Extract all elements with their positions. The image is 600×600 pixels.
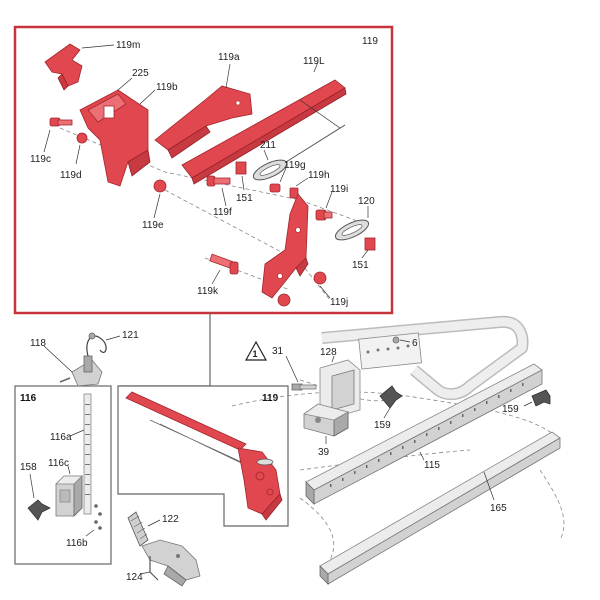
part-119g-pin: 119g xyxy=(269,160,306,193)
callout-116c: 116c xyxy=(48,458,69,469)
part-119-plate xyxy=(261,193,309,299)
part-116b-screws: 116b xyxy=(66,504,102,549)
callout-165: 165 xyxy=(490,503,507,514)
callout-119h: 119h xyxy=(308,170,330,181)
callout-119e: 119e xyxy=(142,220,164,231)
part-119k-bolt: 119k xyxy=(197,253,239,297)
part-115-bar: 115 xyxy=(305,363,543,505)
part-119L-arm: 119L xyxy=(181,56,347,185)
callout-121: 121 xyxy=(122,330,139,341)
part-159-knob-b: 159 xyxy=(502,389,551,415)
callout-118: 118 xyxy=(30,338,46,349)
part-124-handle: 124 xyxy=(126,539,201,587)
part-159-knob-a: 159 xyxy=(374,385,403,431)
callout-39: 39 xyxy=(318,447,330,458)
part-119a-bracket: 119a xyxy=(154,52,253,159)
part-158-knob: 158 xyxy=(20,462,51,521)
callout-115: 115 xyxy=(424,460,440,471)
part-119j-nuts: 119j xyxy=(277,271,348,308)
svg-text:1: 1 xyxy=(253,349,258,359)
part-119d-nut: 119d xyxy=(60,132,88,181)
part-128-bracket: 128 xyxy=(319,347,361,419)
part-151-clip-a: 151 xyxy=(235,161,253,204)
callout-119-top: 119 xyxy=(362,36,378,47)
part-151-clip-b: 151 xyxy=(352,237,376,271)
part-165-bar: 165 xyxy=(319,431,561,585)
part-119b-clamp: 225 119b xyxy=(79,68,178,187)
callout-119c: 119c xyxy=(30,154,51,165)
part-118-lever: 118 xyxy=(30,338,103,387)
part-frame-loop: 6 xyxy=(321,315,529,401)
callout-122: 122 xyxy=(162,514,179,525)
callout-116a: 116a xyxy=(50,432,72,443)
detail-box-116: 116 116a 116c 158 xyxy=(14,385,112,565)
callout-119b: 119b xyxy=(156,82,178,93)
callout-119m: 119m xyxy=(116,40,140,51)
callout-124: 124 xyxy=(126,572,143,583)
part-122-grip: 122 xyxy=(127,511,179,547)
callout-120: 120 xyxy=(358,196,375,207)
callout-119g: 119g xyxy=(284,160,306,171)
part-121-cable: 121 xyxy=(86,330,139,357)
part-211-cable-eye: 211 xyxy=(252,124,346,181)
part-119f-bolt: 119f xyxy=(206,175,232,218)
callout-119L: 119L xyxy=(303,56,325,67)
callout-116: 116 xyxy=(20,393,37,404)
callout-6: 6 xyxy=(412,338,418,349)
callout-119a: 119a xyxy=(218,52,240,63)
callout-119f: 119f xyxy=(213,207,232,218)
callout-128: 128 xyxy=(320,347,337,358)
callout-225: 225 xyxy=(132,68,149,79)
callout-159-a: 159 xyxy=(374,420,391,431)
callout-119d: 119d xyxy=(60,170,82,181)
callout-119i: 119i xyxy=(330,184,348,195)
callout-151-a: 151 xyxy=(236,193,253,204)
callout-151-b: 151 xyxy=(352,260,369,271)
part-119h-pin: 119h xyxy=(289,170,330,199)
part-120-cable-eye: 120 xyxy=(334,196,375,241)
part-119i-bolt: 119i xyxy=(315,184,348,221)
callout-119k: 119k xyxy=(197,286,219,297)
callout-159-b: 159 xyxy=(502,404,519,415)
part-39-block: 39 xyxy=(303,403,350,458)
part-119e-nut: 119e xyxy=(142,179,167,231)
detail-box-119-mid: 119 xyxy=(117,385,289,527)
callout-31: 31 xyxy=(272,346,284,357)
part-119c-screw: 119c xyxy=(30,117,73,165)
connector-lines xyxy=(120,313,211,387)
callout-116b: 116b xyxy=(66,538,88,549)
callout-119j: 119j xyxy=(330,297,348,308)
callout-158: 158 xyxy=(20,462,37,473)
warning-triangle-icon: 1 xyxy=(244,340,268,361)
part-31-bolt: 31 xyxy=(272,346,317,391)
part-119m-knob: 119m xyxy=(44,40,140,91)
callout-211: 211 xyxy=(260,140,276,151)
